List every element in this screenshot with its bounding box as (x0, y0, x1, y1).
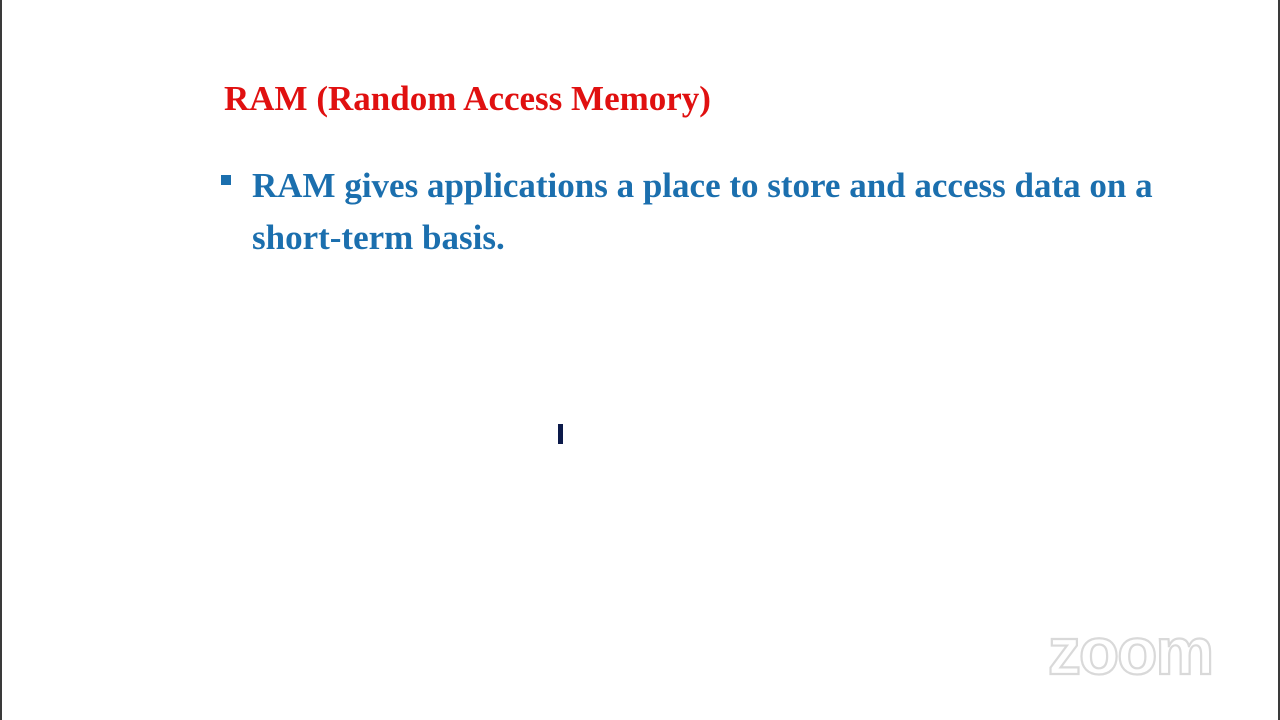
square-bullet-icon (221, 175, 231, 185)
bullet-item: RAM gives applications a place to store … (218, 160, 1238, 264)
text-cursor-icon (558, 424, 563, 444)
slide-title: RAM (Random Access Memory) (224, 79, 711, 118)
zoom-watermark-text: zoom (1048, 622, 1212, 684)
bullet-text: RAM gives applications a place to store … (252, 166, 1153, 257)
bullet-list: RAM gives applications a place to store … (218, 160, 1238, 264)
zoom-logo-icon: zoom (1047, 622, 1216, 684)
